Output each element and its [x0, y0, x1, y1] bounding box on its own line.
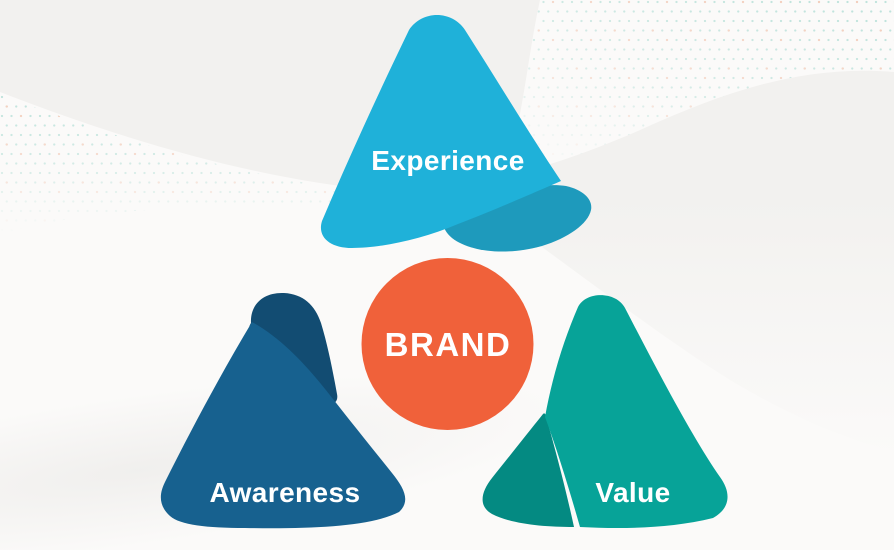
- background-wave-shape: [0, 0, 894, 452]
- awareness-label: Awareness: [209, 477, 361, 508]
- awareness-triangle-fold: [249, 292, 338, 404]
- awareness-triangle-shape: [160, 322, 406, 529]
- experience-triangle: [320, 15, 592, 252]
- value-label: Value: [595, 477, 671, 508]
- value-triangle-fold: [482, 413, 574, 527]
- dot-band-top-right: [505, 0, 894, 176]
- awareness-triangle: [160, 292, 406, 529]
- value-triangle: [482, 295, 728, 529]
- experience-label: Experience: [371, 145, 525, 176]
- corner-shade-bottom-left: [0, 374, 566, 550]
- brand-circle: [361, 258, 534, 430]
- value-triangle-shape: [545, 295, 728, 529]
- experience-triangle-shape: [320, 15, 561, 248]
- brand-label: BRAND: [384, 326, 512, 363]
